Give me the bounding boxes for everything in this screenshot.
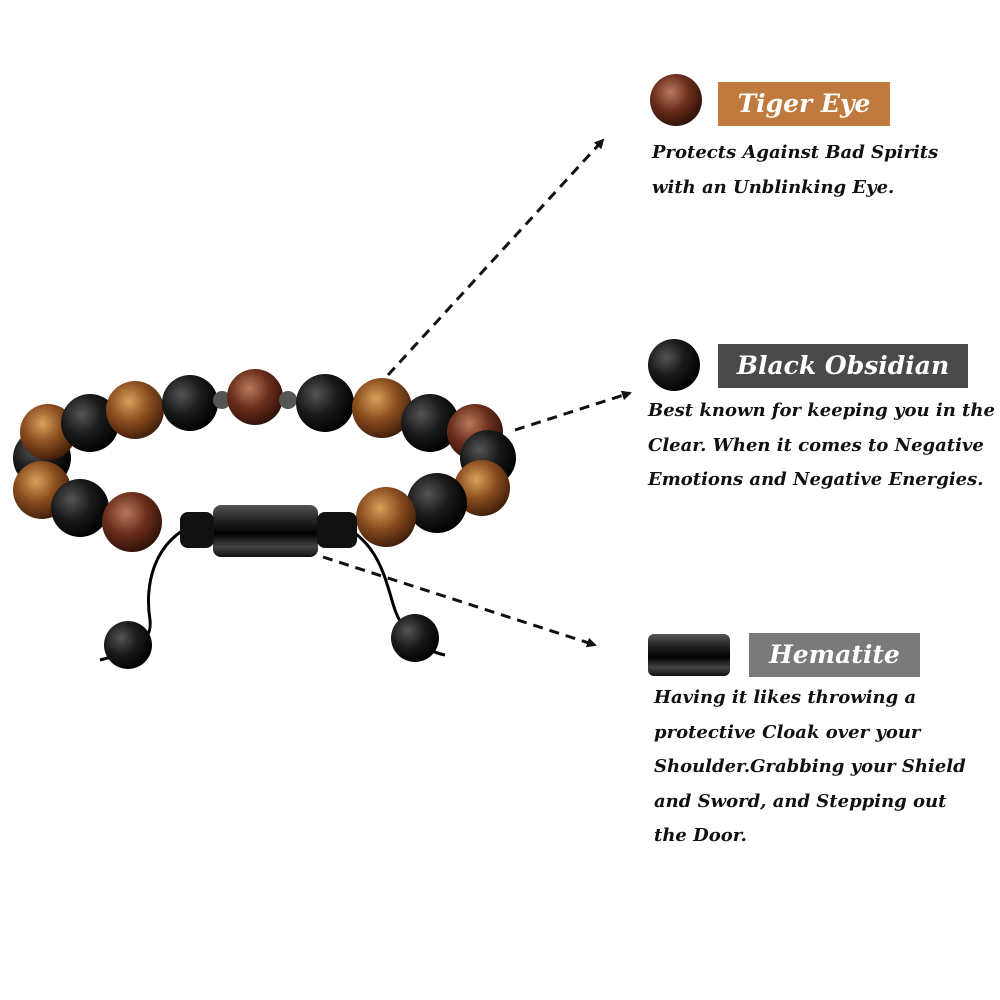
label-black-obsidian: Black Obsidian xyxy=(718,344,968,388)
obsidian-bead xyxy=(401,394,459,452)
description-line: Clear. When it comes to Negative xyxy=(648,434,984,456)
arrow-black-obsidian xyxy=(514,390,632,432)
knot-wrap xyxy=(180,512,357,548)
tiger-eye-bead xyxy=(102,492,162,552)
black-obsidian-swatch-icon xyxy=(648,339,700,391)
obsidian-bead xyxy=(162,375,218,431)
description-line: Emotions and Negative Energies. xyxy=(648,469,984,490)
tiger-eye-bead xyxy=(352,378,412,438)
description-line: Shoulder.Grabbing your Shield xyxy=(654,756,966,777)
obsidian-bead xyxy=(296,374,354,432)
tiger-eye-bead xyxy=(106,381,164,439)
label-hematite: Hematite xyxy=(749,633,920,677)
obsidian-bead xyxy=(61,394,119,452)
tiger-eye-bead xyxy=(227,369,283,425)
description-line: protective Cloak over your xyxy=(654,721,921,743)
obsidian-bead xyxy=(407,473,467,533)
arrow-hematite xyxy=(322,555,597,648)
hematite-clasp xyxy=(213,505,318,557)
description-line: with an Unblinking Eye. xyxy=(652,176,895,198)
hematite-spacer xyxy=(279,391,297,409)
tiger-eye-bead xyxy=(454,460,510,516)
arrow-tiger-eye xyxy=(386,138,605,377)
obsidian-bead xyxy=(51,479,109,537)
hematite-swatch-icon xyxy=(648,634,730,676)
obsidian-bead xyxy=(104,621,152,669)
description-tiger-eye: Protects Against Bad Spirits with an Unb… xyxy=(652,136,938,205)
description-black-obsidian: Best known for keeping you in the Clear.… xyxy=(648,394,995,498)
description-hematite: Having it likes throwing a protective Cl… xyxy=(654,681,966,854)
description-line: Best known for keeping you in the xyxy=(648,400,995,421)
tiger-eye-bead xyxy=(356,487,416,547)
description-line: and Sword, and Stepping out xyxy=(654,790,947,812)
tiger-eye-swatch-icon xyxy=(650,74,702,126)
description-line: Having it likes throwing a xyxy=(654,687,917,708)
label-tiger-eye: Tiger Eye xyxy=(718,82,890,126)
obsidian-bead xyxy=(391,614,439,662)
description-line: Protects Against Bad Spirits xyxy=(652,142,939,163)
description-line: the Door. xyxy=(654,825,747,846)
hematite-spacer xyxy=(213,391,231,409)
